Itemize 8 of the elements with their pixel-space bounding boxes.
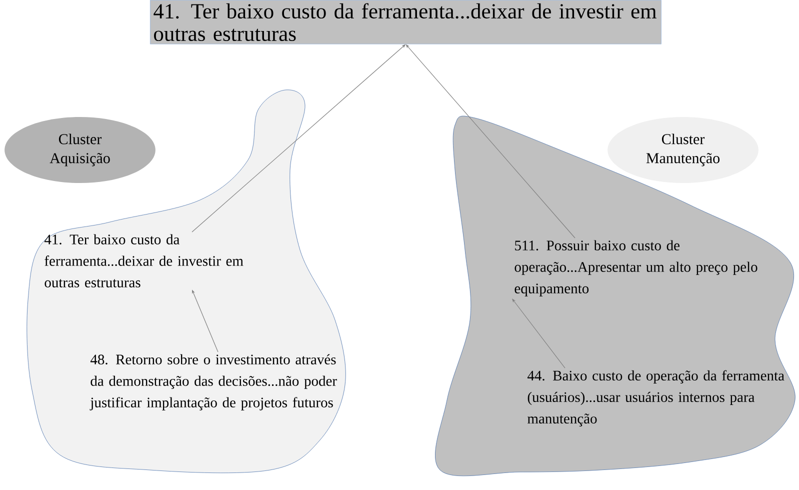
statement-text: 44. Baixo custo de operação da ferramenta (usuários)...usar usuários internos para manutenção (528, 370, 784, 426)
cluster-region (435, 116, 796, 476)
cluster-region (26, 90, 346, 474)
statement-text: 511. Possuir baixo custo de operação...Apresentar um alto preço pelo equipamento (514, 240, 758, 296)
arrow (512, 298, 566, 368)
title-box: 41. Ter baixo custo da ferramenta...deixar de investir em outras estruturas (150, 0, 662, 44)
statement-text: 48. Retorno sobre o investimento através da demonstração das decisões...não poder justificar implantação de projetos futuros (90, 354, 337, 410)
statement-text: 41. Ter baixo custo da ferramenta...deixar de investir em outras estruturas (44, 234, 244, 288)
